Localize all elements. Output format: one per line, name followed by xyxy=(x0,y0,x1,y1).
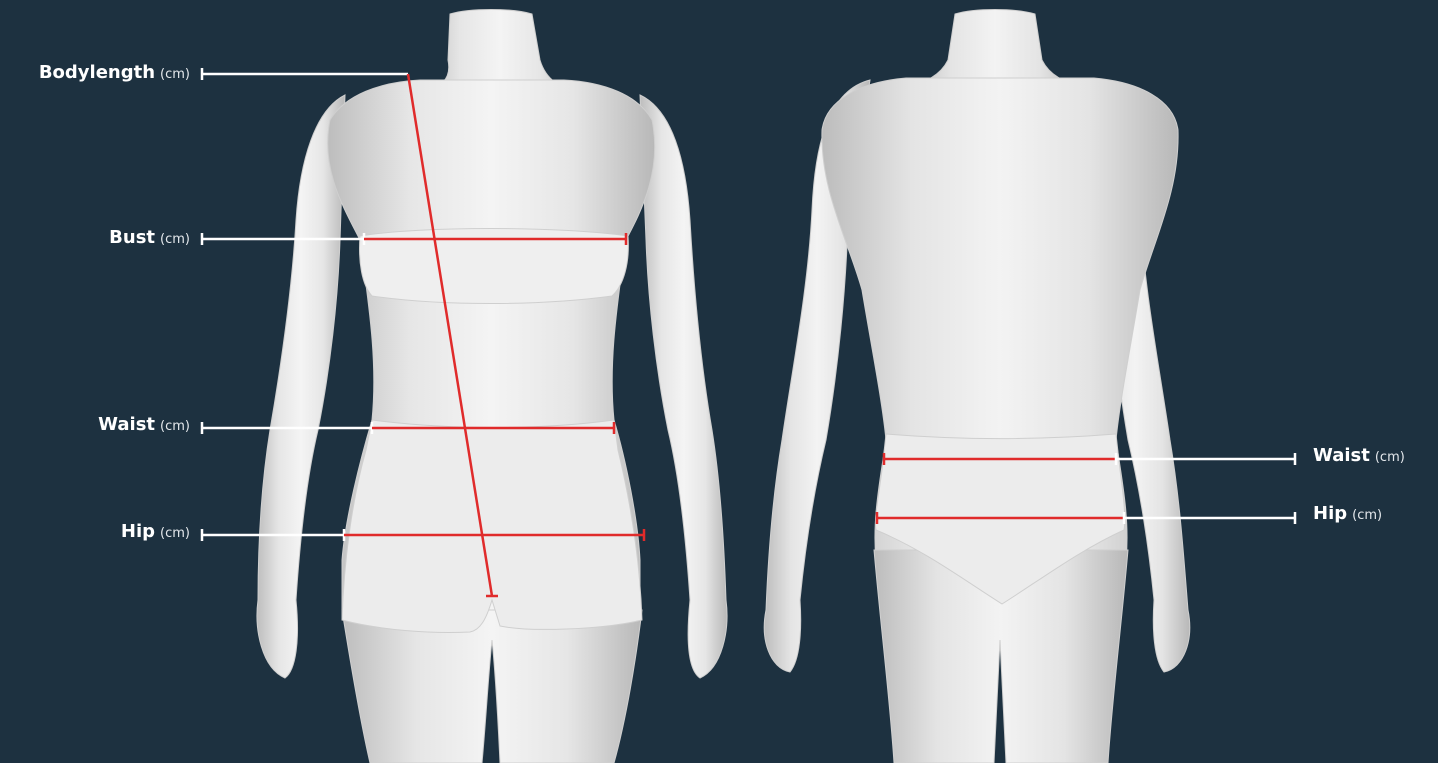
male-mannequin xyxy=(764,10,1189,763)
male-waist-label-name: Waist xyxy=(1313,445,1370,466)
male-hip-label-unit: (cm) xyxy=(1352,508,1382,523)
bust-label-unit: (cm) xyxy=(160,232,190,247)
female-left-arm xyxy=(257,95,345,678)
bodylength-label: Bodylength (cm) xyxy=(39,62,190,83)
female-hip-label-name: Hip xyxy=(121,521,155,542)
female-hip-label: Hip (cm) xyxy=(121,521,190,542)
bodylength-label-name: Bodylength xyxy=(39,62,155,83)
bust-label: Bust (cm) xyxy=(109,227,190,248)
female-hip-label-unit: (cm) xyxy=(160,526,190,541)
male-neck xyxy=(906,10,1084,87)
female-waist-label-name: Waist xyxy=(98,414,155,435)
bust-label-name: Bust xyxy=(109,227,155,248)
female-right-arm xyxy=(640,95,727,678)
female-shorts xyxy=(342,420,642,633)
male-waist-label: Waist (cm) xyxy=(1313,445,1405,466)
male-hip-label-name: Hip xyxy=(1313,503,1347,524)
male-hip-label: Hip (cm) xyxy=(1313,503,1382,524)
bodylength-label-unit: (cm) xyxy=(160,67,190,82)
female-mannequin xyxy=(257,10,727,763)
female-thighs xyxy=(342,610,642,763)
female-waist-label: Waist (cm) xyxy=(98,414,190,435)
female-waist-label-unit: (cm) xyxy=(160,419,190,434)
male-waist-label-unit: (cm) xyxy=(1375,450,1405,465)
